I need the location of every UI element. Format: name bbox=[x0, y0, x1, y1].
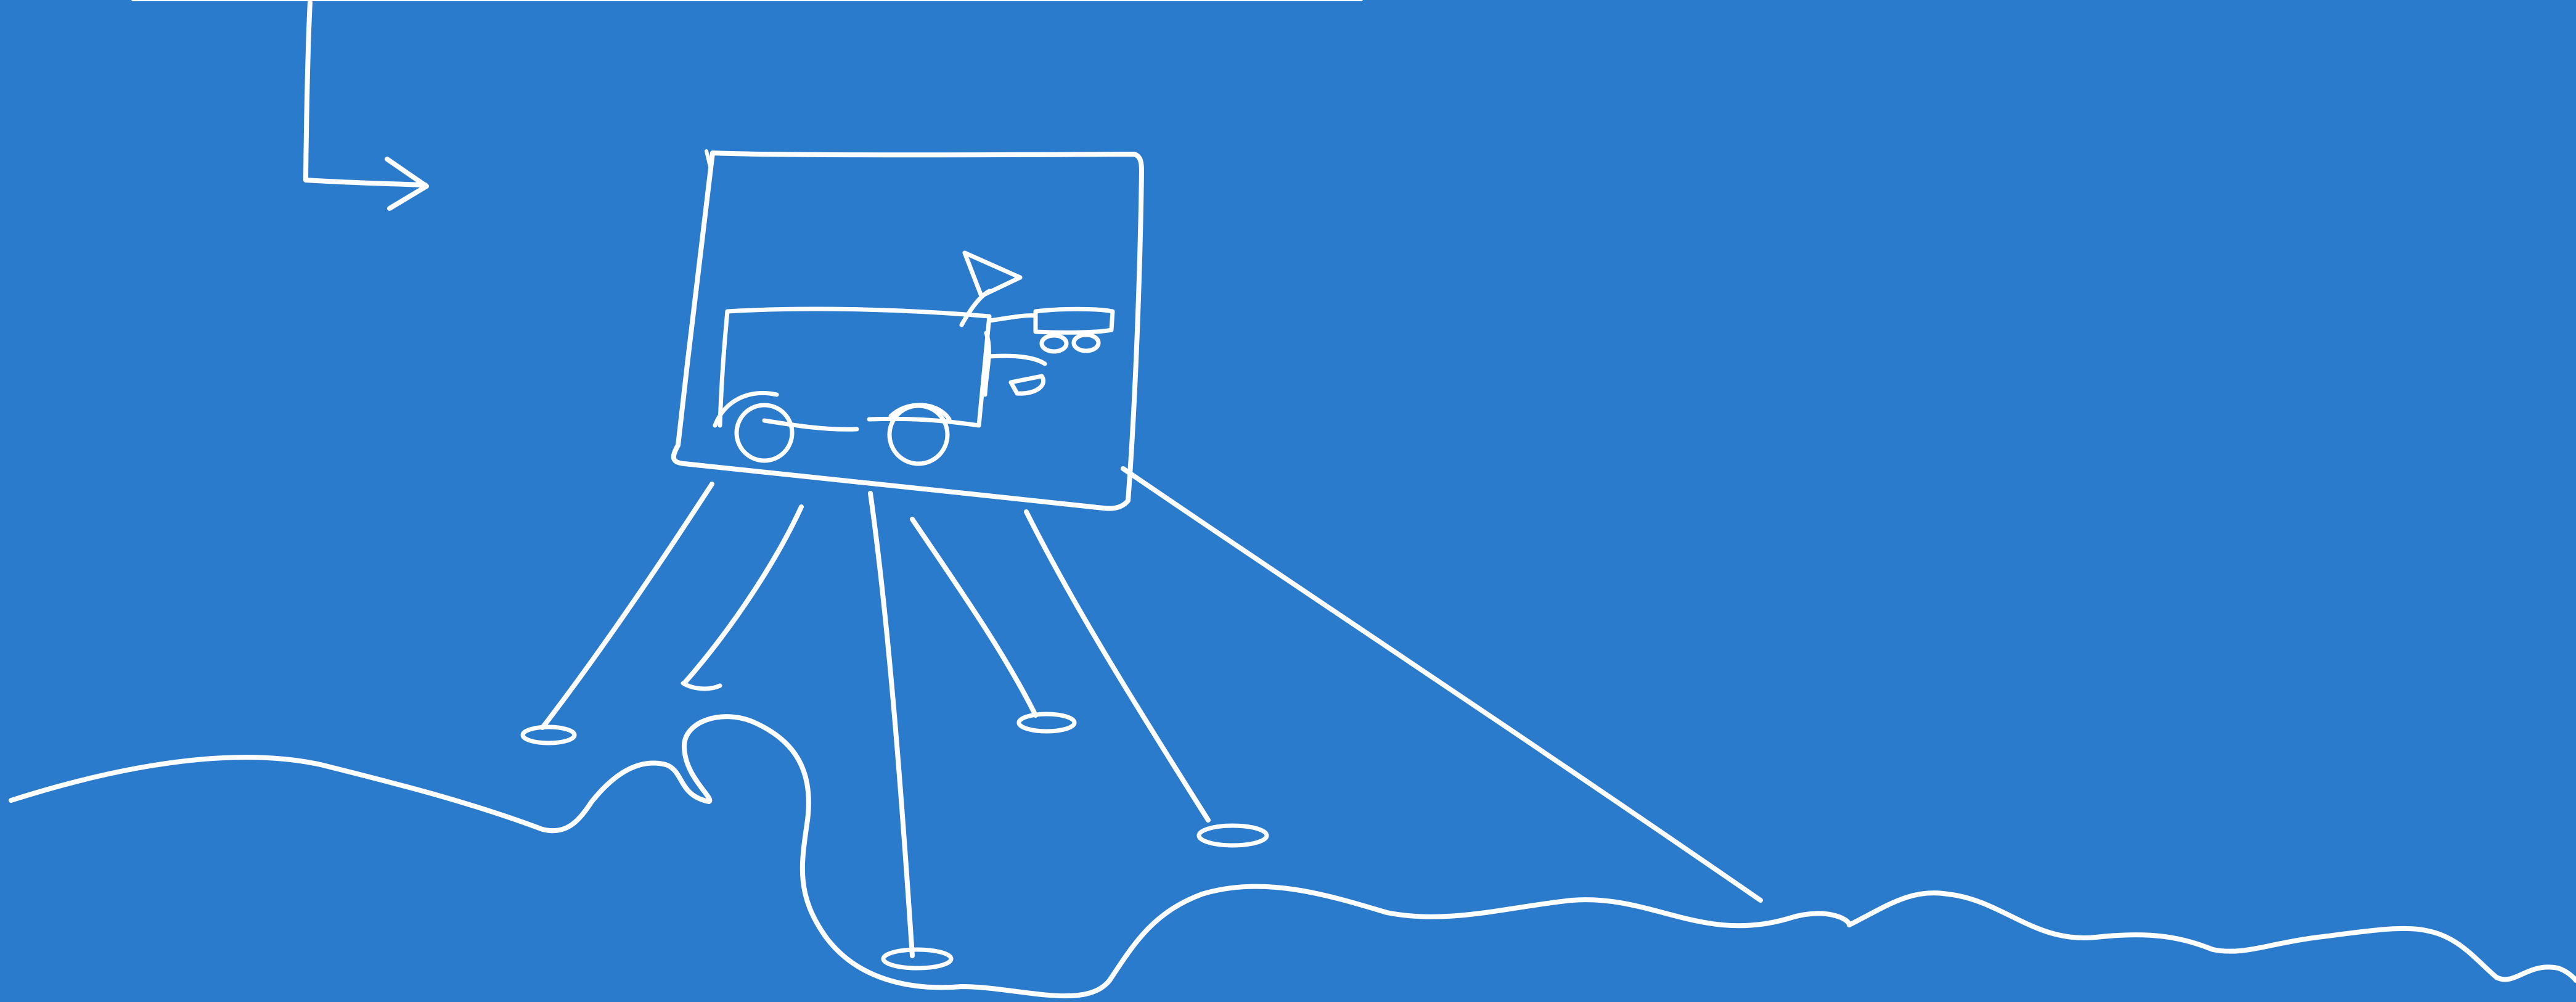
picture-frame bbox=[674, 151, 1142, 509]
rover-icon bbox=[715, 253, 1113, 464]
connector-arrow bbox=[306, 2, 427, 208]
terrain-line bbox=[11, 717, 2576, 996]
